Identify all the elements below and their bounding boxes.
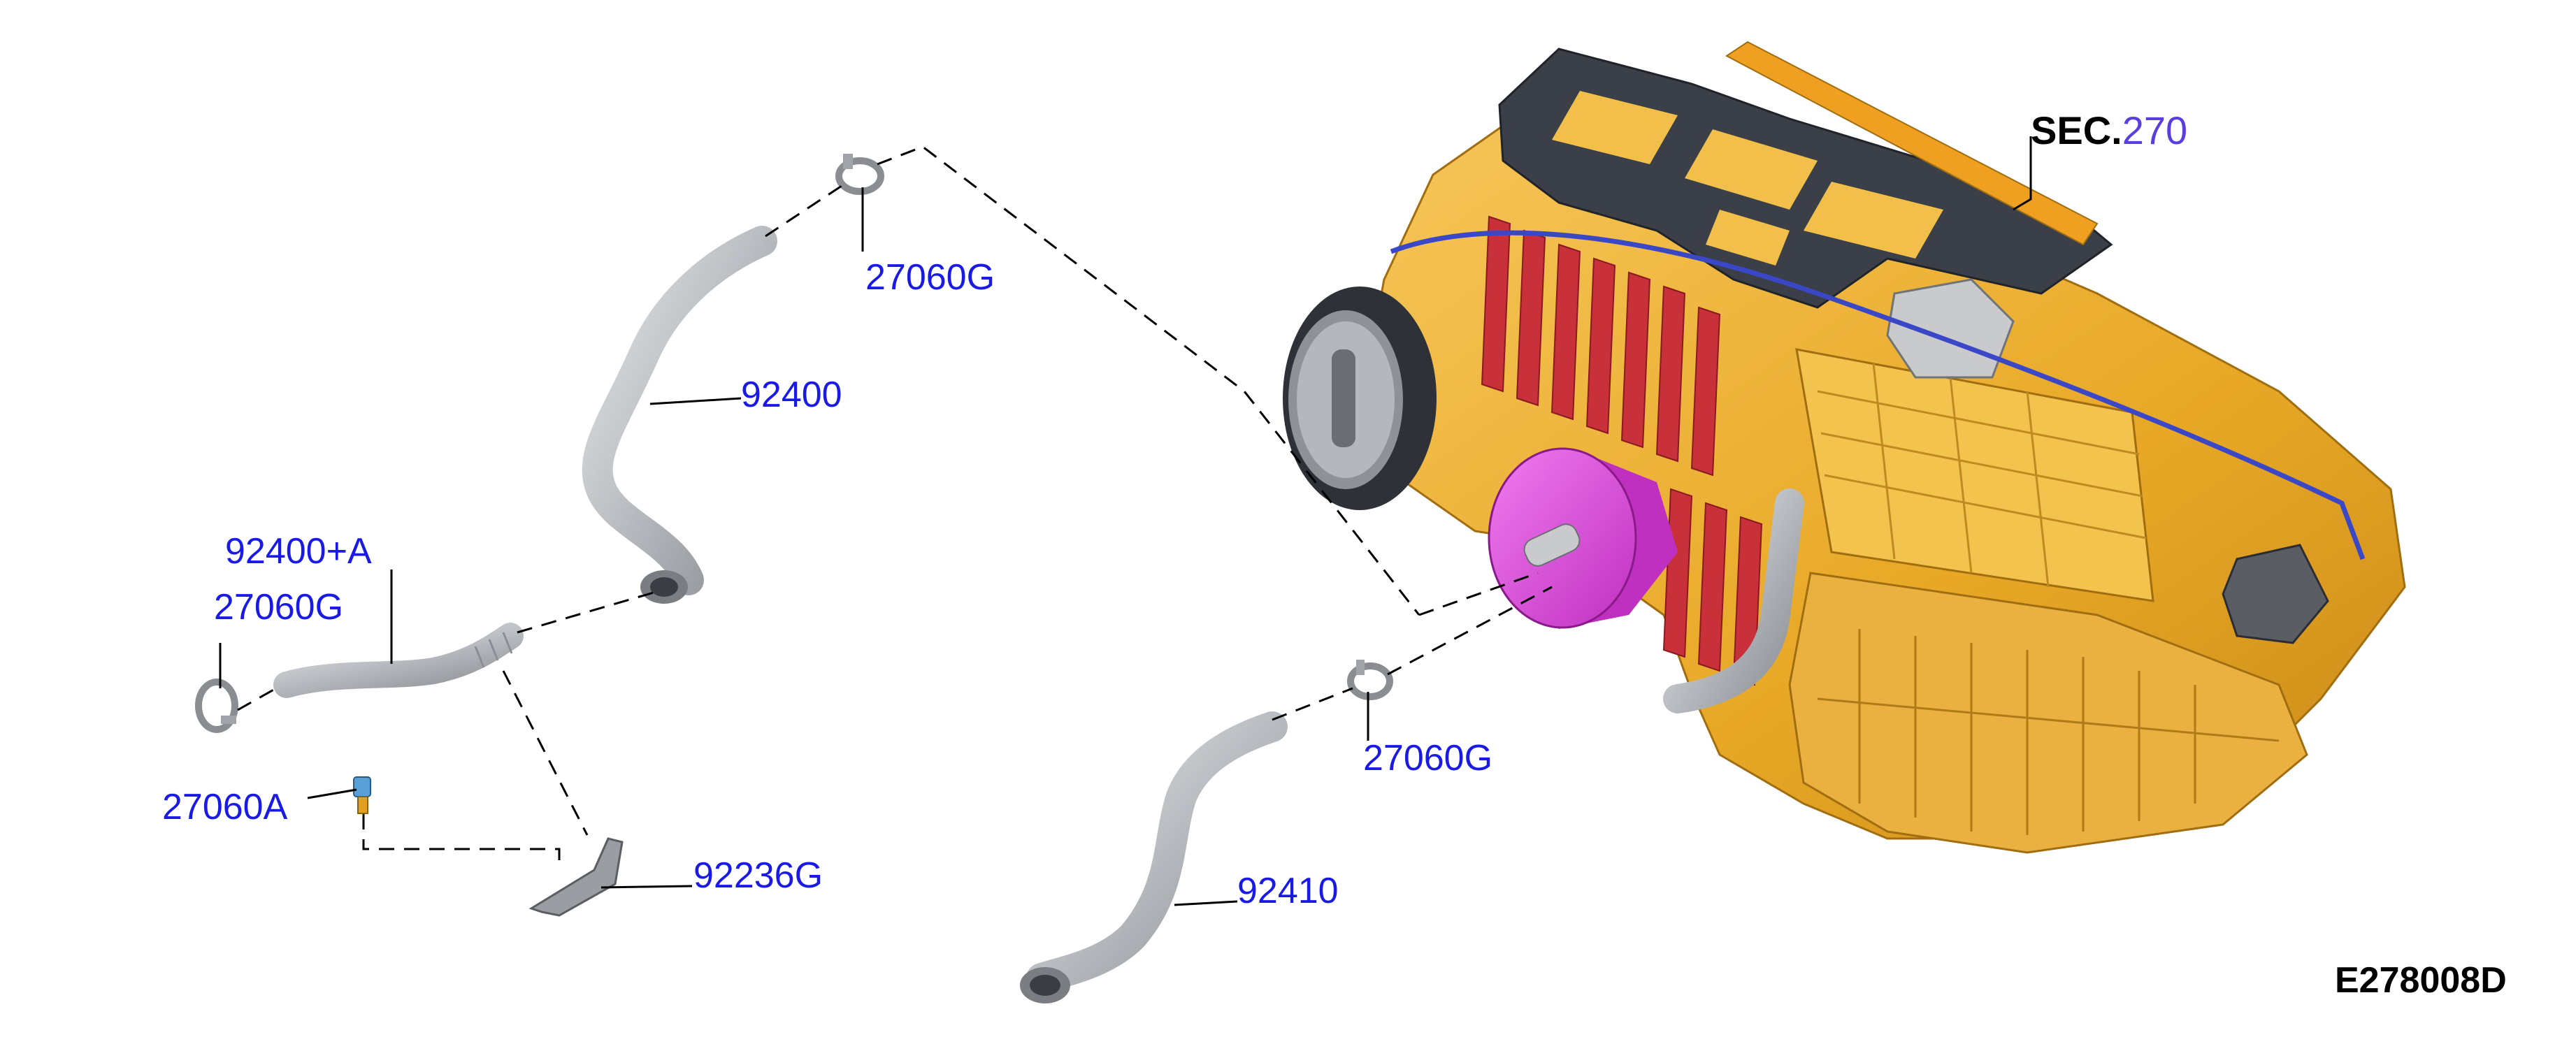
section-number: 270	[2122, 108, 2187, 152]
vent-grille	[1795, 348, 2154, 602]
assembly-lines	[237, 145, 1553, 866]
filter-window-3	[1804, 182, 1943, 259]
hose-92400A	[273, 623, 524, 698]
wire-harness	[1390, 230, 2366, 560]
clip-27060A	[353, 776, 371, 814]
blower-case	[1283, 287, 1437, 510]
filter-window-1	[1552, 91, 1678, 164]
bracket-92236G	[528, 837, 624, 917]
hose-92400-end-fitting	[640, 570, 688, 604]
label-hose-92400: 92400	[741, 375, 842, 415]
section-reference: SEC.270	[2031, 108, 2187, 152]
leader-lines	[219, 136, 2032, 906]
lower-case-ribs	[1817, 629, 2280, 835]
label-bracket-92236G: 92236G	[693, 855, 823, 896]
figure-id: E278008D	[2335, 960, 2507, 1001]
hvac-lower-case	[1788, 572, 2308, 854]
label-clamp-27060G-top: 27060G	[865, 257, 995, 298]
section-prefix: SEC.	[2031, 108, 2122, 152]
hvac-unit	[1283, 41, 2406, 854]
blower-motor	[1488, 447, 1678, 629]
vent-grille-lines	[1817, 363, 2147, 588]
hose-92400A-corrugation	[474, 632, 513, 668]
label-clip-27060A: 27060A	[162, 787, 288, 827]
label-clamp-27060G-left: 27060G	[214, 587, 343, 628]
hose-92410-end-fitting	[1020, 967, 1070, 1003]
control-module	[2222, 544, 2329, 644]
top-rail	[1725, 41, 2099, 246]
label-hose-92410: 92410	[1237, 871, 1339, 911]
label-clamp-27060G-right: 27060G	[1363, 738, 1492, 778]
hose-92400	[582, 226, 777, 595]
filter-window-2	[1685, 129, 1818, 210]
filter-window-4	[1706, 210, 1790, 266]
label-hose-92400A: 92400+A	[225, 531, 372, 572]
hose-92410	[1026, 711, 1288, 994]
clamp-27060G-left	[195, 679, 238, 733]
clamp-27060G-right	[1347, 660, 1393, 700]
housing-drain-hose	[1663, 488, 1804, 713]
clamp-27060G-top	[835, 154, 884, 195]
